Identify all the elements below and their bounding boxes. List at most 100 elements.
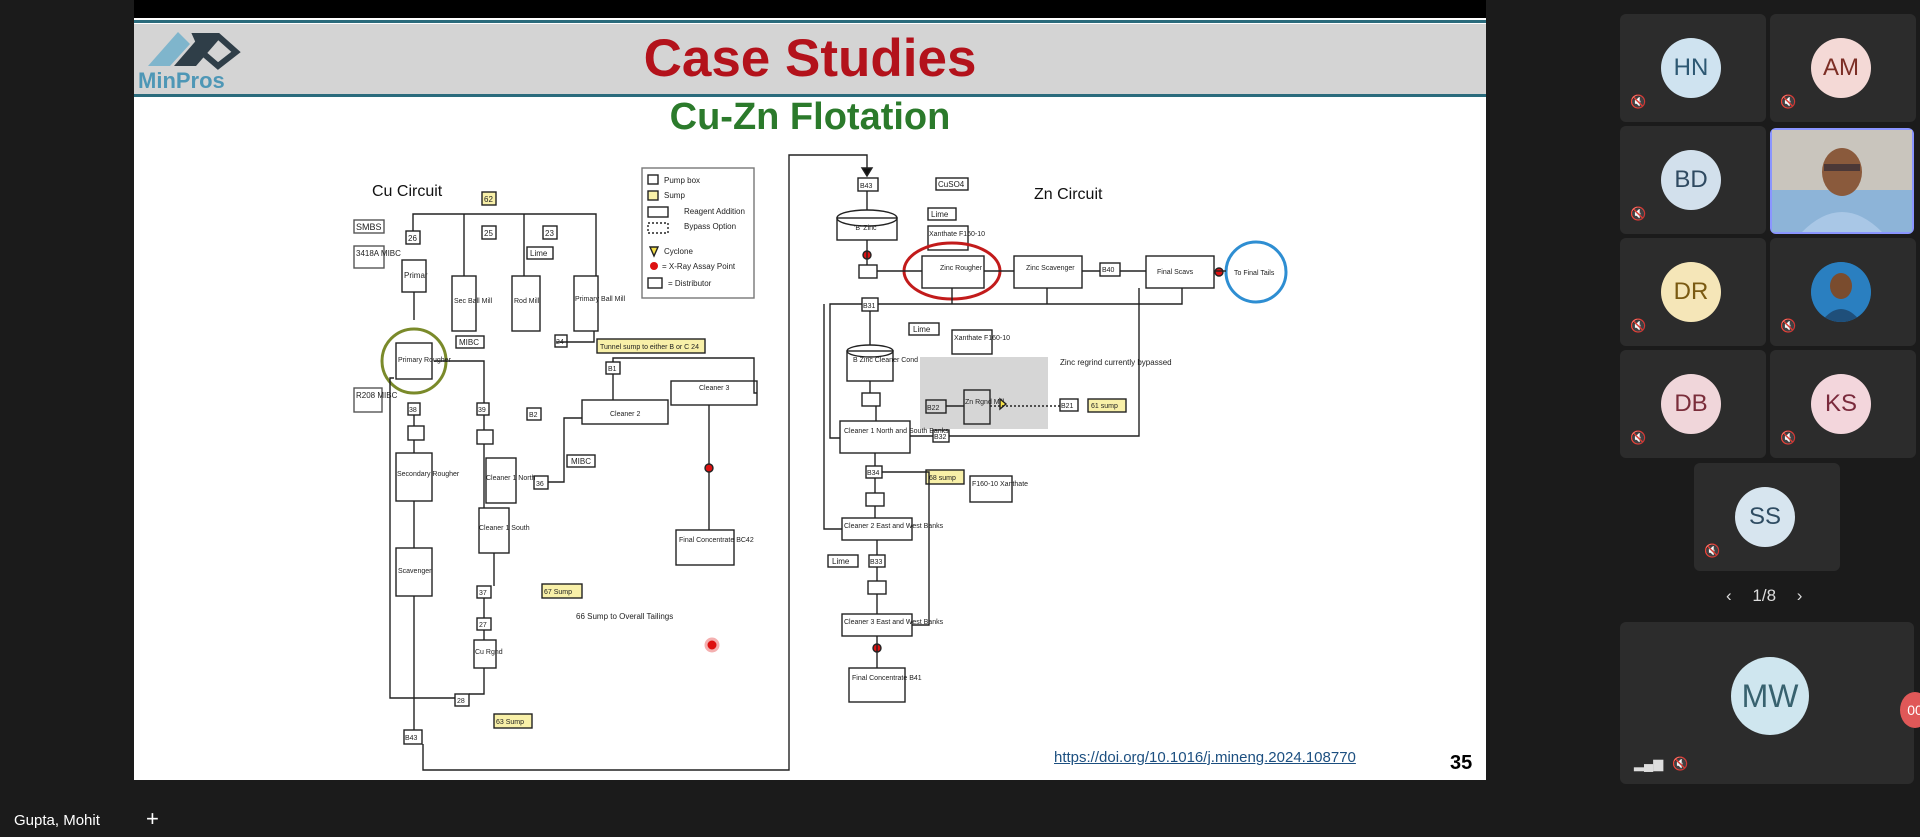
secondary-rougher-label: Secondary Rougher bbox=[397, 471, 460, 478]
shared-slide: MinPros Case Studies Cu-Zn Flotation Cu … bbox=[134, 18, 1486, 780]
cleaner1-north-label: Cleaner 1 North bbox=[486, 475, 536, 482]
flowsheet-diagram: Cu Circuit SMBS 3418A MIBC 26 25 23 62 P… bbox=[353, 154, 1288, 771]
cleaner3-label: Cleaner 3 bbox=[699, 385, 729, 392]
signal-icon: ▂▄▆ bbox=[1634, 756, 1664, 771]
next-page-button[interactable]: › bbox=[1796, 586, 1803, 605]
xanthate1-label: Xanthate F160-10 bbox=[929, 231, 985, 238]
lime-zn2-label: Lime bbox=[913, 325, 931, 334]
participant-tile[interactable]: 🔇 bbox=[1770, 238, 1916, 346]
active-speaker-tile[interactable]: MW ▂▄▆ 🔇 bbox=[1620, 622, 1914, 784]
regrind-note: Zinc regrind currently bypassed bbox=[1060, 358, 1172, 367]
cleaner2-label: Cleaner 2 bbox=[610, 411, 640, 418]
cu-b43-label: B43 bbox=[405, 735, 418, 742]
b22-label: B22 bbox=[927, 405, 940, 412]
b2-label: B2 bbox=[529, 412, 538, 419]
page-indicator: 1/8 bbox=[1752, 586, 1777, 605]
rod-mill-label: Rod Mill bbox=[514, 298, 540, 305]
minpros-logo-icon bbox=[148, 32, 241, 70]
avatar: DB bbox=[1661, 374, 1721, 434]
zn-final-concentrate-label: Final Concentrate B41 bbox=[852, 675, 922, 682]
participant-tile[interactable]: SS 🔇 bbox=[1694, 463, 1840, 571]
mic-muted-icon: 🔇 bbox=[1780, 430, 1797, 445]
mic-muted-icon: 🔇 bbox=[1780, 94, 1797, 109]
mic-muted-icon: 🔇 bbox=[1630, 430, 1647, 445]
b1-label: B1 bbox=[608, 366, 617, 373]
tunnel-sump-label: Tunnel sump to either B or C 24 bbox=[600, 344, 699, 351]
node-38: 38 bbox=[409, 407, 417, 414]
smbs-label: SMBS bbox=[356, 222, 382, 232]
add-button[interactable]: + bbox=[146, 806, 159, 831]
mic-muted-icon: 🔇 bbox=[1672, 756, 1689, 771]
participant-video-icon bbox=[1772, 130, 1912, 232]
participant-tile[interactable]: BD 🔇 bbox=[1620, 126, 1766, 234]
prev-page-button[interactable]: ‹ bbox=[1726, 586, 1732, 605]
primary-rougher-label: Primary Rougher bbox=[398, 357, 452, 364]
banner-top-line bbox=[134, 20, 1486, 23]
legend-bypass: Bypass Option bbox=[684, 222, 736, 231]
scavenger-label: Scavenger bbox=[398, 568, 432, 575]
cu-circuit-label: Cu Circuit bbox=[372, 183, 443, 200]
legend-reagent: Reagent Addition bbox=[684, 207, 745, 216]
avatar: DR bbox=[1661, 262, 1721, 322]
b40-label: B40 bbox=[1102, 267, 1115, 274]
slide-page-number: 35 bbox=[1450, 752, 1473, 774]
zn-cleaner2-label: Cleaner 2 East and West Banks bbox=[844, 523, 944, 530]
legend-pump-box: Pump box bbox=[664, 176, 700, 185]
zn-rgnd-label: Zn Rgnd Mill bbox=[965, 399, 1005, 406]
avatar: AM bbox=[1811, 38, 1871, 98]
legend-sump: Sump bbox=[664, 191, 685, 200]
node-24: 24 bbox=[556, 339, 564, 346]
cleaner1-south-label: Cleaner 1 South bbox=[479, 525, 530, 532]
cu-rgnd-label: Cu Rgnd bbox=[475, 649, 503, 656]
mibc-cu2-label: MIBC bbox=[571, 457, 591, 466]
zn-circuit-label: Zn Circuit bbox=[1034, 186, 1103, 203]
sump-68-label: 68 sump bbox=[929, 475, 956, 482]
avatar: MW bbox=[1731, 657, 1809, 735]
slide-banner bbox=[134, 24, 1486, 97]
node-25: 25 bbox=[484, 229, 493, 238]
b-zinc-label: 'B' Zinc bbox=[854, 225, 877, 232]
participant-video-tile[interactable] bbox=[1770, 128, 1914, 234]
mic-muted-icon: 🔇 bbox=[1630, 318, 1647, 333]
f160-xanthate-label: F160-10 Xanthate bbox=[972, 481, 1028, 488]
sump-61-label: 61 sump bbox=[1091, 403, 1118, 410]
participant-tile[interactable]: DB 🔇 bbox=[1620, 350, 1766, 458]
timer-badge: 00 bbox=[1900, 692, 1920, 728]
sump-63-label: 63 Sump bbox=[496, 719, 524, 726]
final-tails-label: To Final Tails bbox=[1234, 270, 1275, 277]
avatar: SS bbox=[1735, 487, 1795, 547]
sump-67-label: 67 Sump bbox=[544, 589, 572, 596]
b-zinc-cleaner-label: B Zinc Cleaner Cond bbox=[853, 357, 918, 364]
zn-b43-label: B43 bbox=[860, 183, 873, 190]
r208-label: R208 MIBC bbox=[356, 391, 398, 400]
b34-label: B34 bbox=[867, 470, 880, 477]
node-37: 37 bbox=[479, 590, 487, 597]
node-28: 28 bbox=[457, 698, 465, 705]
zinc-scavenger-label: Zinc Scavenger bbox=[1026, 265, 1075, 272]
participant-tile[interactable]: AM 🔇 bbox=[1770, 14, 1916, 122]
cuso4-label: CuSO4 bbox=[938, 180, 965, 189]
node-39: 39 bbox=[478, 407, 486, 414]
lime-cu-label: Lime bbox=[530, 249, 548, 258]
avatar: BD bbox=[1661, 150, 1721, 210]
mibc-3418-label: 3418A MIBC bbox=[356, 249, 401, 258]
legend-xray: = X-Ray Assay Point bbox=[662, 262, 736, 271]
mic-muted-icon: 🔇 bbox=[1630, 94, 1647, 109]
xanthate2-label: Xanthate F160-10 bbox=[954, 335, 1010, 342]
primary-ball-mill-label: Primary Ball Mill bbox=[575, 296, 626, 303]
primar-label: Primar bbox=[404, 271, 428, 280]
avatar: HN bbox=[1661, 38, 1721, 98]
mibc-cu-label: MIBC bbox=[459, 338, 479, 347]
b21-label: B21 bbox=[1061, 403, 1074, 410]
slide-subtitle: Cu-Zn Flotation bbox=[669, 96, 951, 138]
participant-tile[interactable]: HN 🔇 bbox=[1620, 14, 1766, 122]
zn-cleaner1-label: Cleaner 1 North and South Banks bbox=[844, 428, 949, 435]
participant-tile[interactable]: KS 🔇 bbox=[1770, 350, 1916, 458]
mic-muted-icon: 🔇 bbox=[1704, 543, 1721, 558]
doi-link[interactable]: https://doi.org/10.1016/j.mineng.2024.10… bbox=[1054, 749, 1356, 766]
participant-tile[interactable]: DR 🔇 bbox=[1620, 238, 1766, 346]
node-62: 62 bbox=[484, 195, 493, 204]
cu-final-concentrate-label: Final Concentrate BC42 bbox=[679, 537, 754, 544]
mic-muted-icon: 🔇 bbox=[1780, 318, 1797, 333]
sump-66-label: 66 Sump to Overall Tailings bbox=[576, 612, 673, 621]
